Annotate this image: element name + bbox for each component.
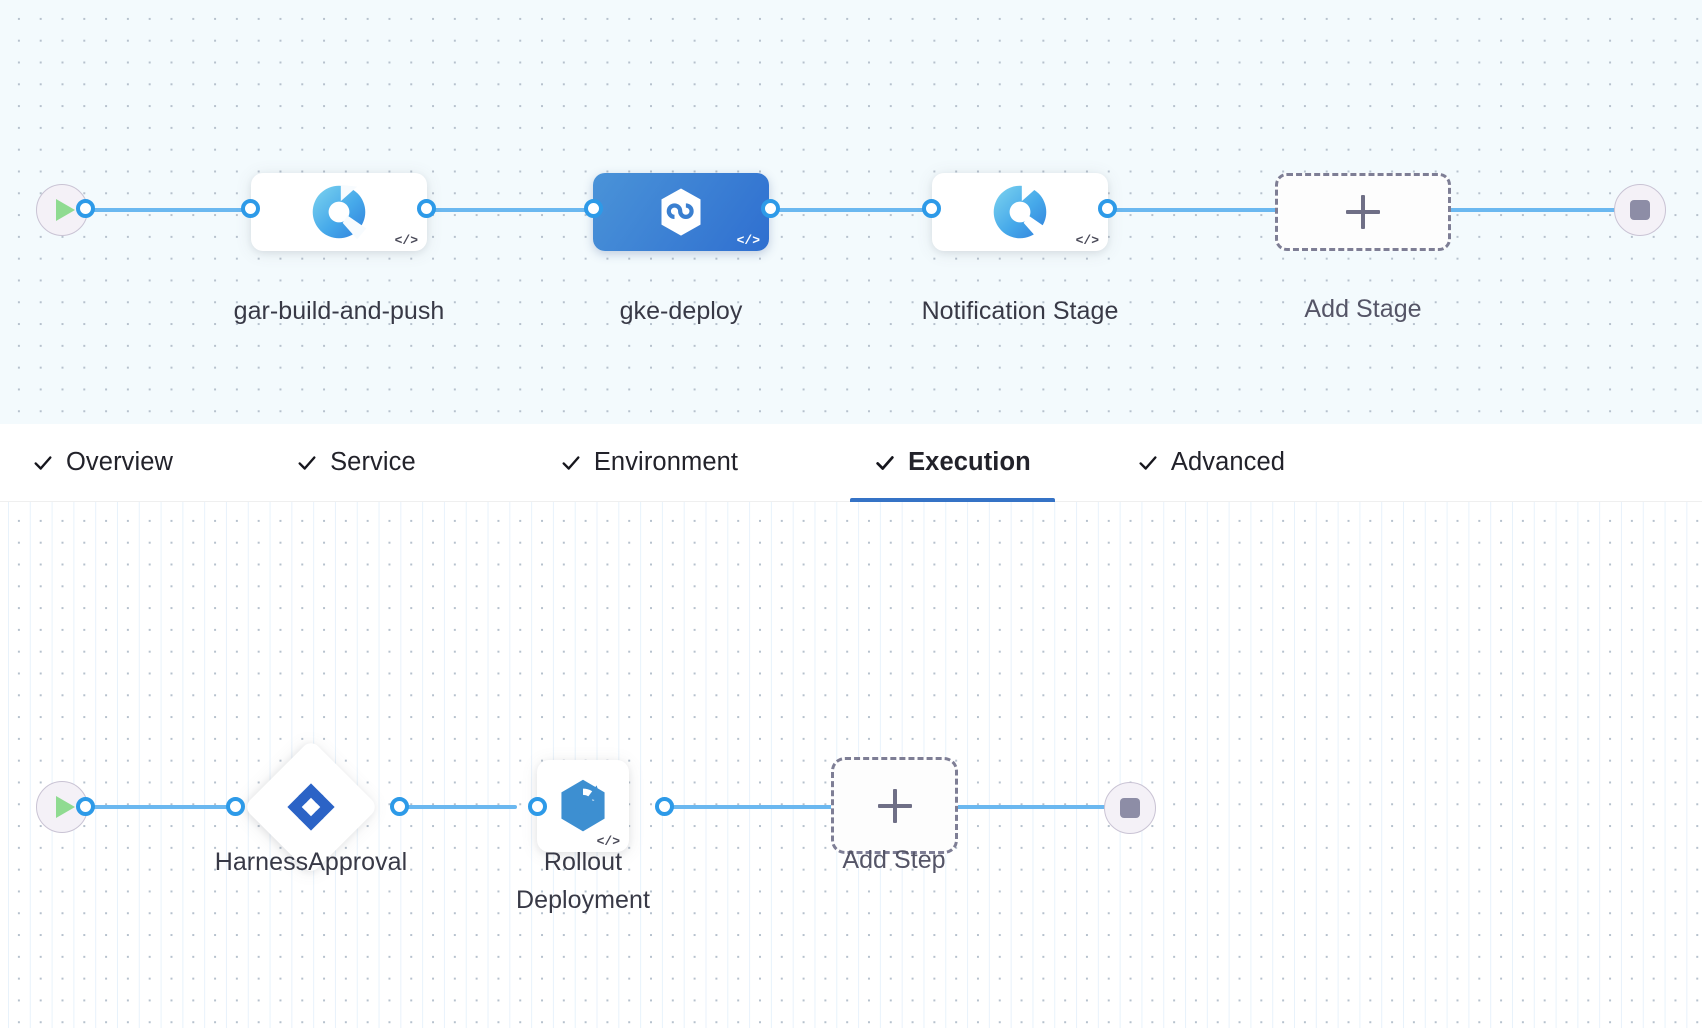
port-gke-out[interactable] — [761, 199, 780, 218]
check-icon — [32, 452, 54, 474]
port-notification-out[interactable] — [1098, 199, 1117, 218]
play-icon — [55, 796, 75, 818]
edge-notification-to-add — [1093, 208, 1280, 212]
edge-start-to-gar — [82, 208, 250, 212]
harness-approval-icon — [287, 783, 335, 831]
tab-execution[interactable]: Execution — [850, 424, 1055, 502]
stop-icon — [1120, 798, 1140, 818]
add-step-button[interactable] — [831, 757, 958, 854]
port-gar-out[interactable] — [417, 199, 436, 218]
check-icon — [874, 452, 896, 474]
port-notification-in[interactable] — [922, 199, 941, 218]
edge-addstep-to-end — [950, 805, 1122, 809]
tab-service[interactable]: Service — [290, 424, 422, 502]
stage-label-gke-deploy: gke-deploy — [619, 297, 743, 325]
tab-environment[interactable]: Environment — [554, 424, 744, 502]
harness-ci-build-icon — [312, 184, 367, 240]
edge-start-to-approval — [82, 805, 232, 809]
add-stage-label: Add Stage — [1304, 295, 1422, 323]
port-gar-in[interactable] — [241, 199, 260, 218]
check-icon — [560, 452, 582, 474]
step-label-harness-approval: HarnessApproval — [214, 848, 408, 876]
step-node-rollout-deployment[interactable]: </> — [537, 760, 629, 852]
tab-label-environment: Environment — [593, 448, 739, 476]
port-approval-out[interactable] — [390, 797, 409, 816]
step-label-rollout-deployment: Rollout Deployment — [516, 848, 650, 914]
port-approval-in[interactable] — [226, 797, 245, 816]
check-icon — [1137, 452, 1159, 474]
stage-node-gke-deploy[interactable]: </> — [593, 173, 769, 251]
add-step-label: Add Step — [842, 846, 946, 874]
port-exec-start-out[interactable] — [76, 797, 95, 816]
edge-gke-to-notification — [757, 208, 937, 212]
stage-node-notification-stage[interactable]: </> — [932, 173, 1108, 251]
kubernetes-rollout-icon — [561, 779, 605, 832]
port-rollout-in[interactable] — [528, 797, 547, 816]
add-stage-button[interactable] — [1275, 173, 1451, 251]
stage-node-gar-build-and-push[interactable]: </> — [251, 173, 427, 251]
pipeline-end-node[interactable] — [1614, 184, 1666, 236]
plus-icon — [877, 788, 912, 823]
tab-label-execution: Execution — [908, 448, 1031, 476]
yaml-code-badge-icon[interactable]: </> — [394, 233, 418, 248]
tab-label-service: Service — [330, 448, 416, 476]
step-node-harness-approval[interactable] — [243, 739, 379, 875]
edge-add-to-end — [1445, 208, 1629, 212]
stop-icon — [1630, 200, 1650, 220]
plus-icon — [1346, 195, 1380, 229]
execution-end-node[interactable] — [1104, 782, 1156, 834]
tab-label-overview: Overview — [66, 448, 174, 476]
edge-approval-to-rollout — [395, 805, 517, 809]
tab-advanced[interactable]: Advanced — [1131, 424, 1291, 502]
harness-cd-deploy-icon — [661, 188, 701, 236]
port-gke-in[interactable] — [584, 199, 603, 218]
execution-steps-canvas[interactable]: HarnessApproval </> Rollout Deployment A — [0, 502, 1702, 1028]
tab-label-advanced: Advanced — [1170, 448, 1286, 476]
yaml-code-badge-icon[interactable]: </> — [596, 834, 620, 849]
stage-label-notification-stage: Notification Stage — [921, 297, 1119, 325]
check-icon — [296, 452, 318, 474]
tab-overview[interactable]: Overview — [26, 424, 179, 502]
yaml-code-badge-icon[interactable]: </> — [1075, 233, 1099, 248]
edge-gar-to-gke — [412, 208, 592, 212]
edge-rollout-to-addstep — [660, 805, 846, 809]
harness-ci-build-icon — [993, 184, 1048, 240]
play-icon — [55, 199, 75, 221]
pipeline-stages-canvas[interactable]: </> gar-build-and-push </> gke-deploy — [0, 0, 1702, 424]
stage-config-tabs: Overview Service Environment Execution A — [0, 424, 1702, 502]
stage-label-gar-build-and-push: gar-build-and-push — [233, 297, 445, 325]
port-rollout-out[interactable] — [655, 797, 674, 816]
port-start-out[interactable] — [76, 199, 95, 218]
yaml-code-badge-icon[interactable]: </> — [736, 233, 760, 248]
